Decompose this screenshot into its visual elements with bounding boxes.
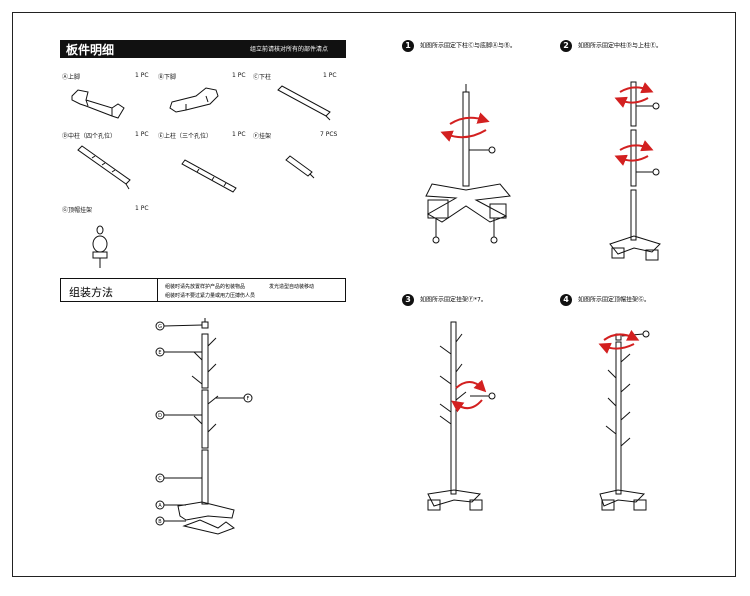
step-1-number: 1 <box>402 40 414 52</box>
part-e-drawing <box>181 159 237 193</box>
step-3-number: 3 <box>402 294 414 306</box>
part-f-drawing <box>285 155 315 179</box>
step-2-text: 如图所示固定中柱Ⓓ与上柱Ⓔ。 <box>578 42 663 50</box>
step-2-rotate-arrows <box>614 82 654 166</box>
step-2-drawing <box>609 81 661 261</box>
part-label-g: Ⓖ顶帽挂架 <box>62 207 93 214</box>
callout-e: E <box>158 350 161 356</box>
assembly-note-1: 组装时请先放置样护产品的包装物品 <box>165 284 246 290</box>
step-4-caption: 4 如图所示固定顶帽挂架Ⓖ。 <box>560 294 650 306</box>
part-qty-e: 1 PC <box>232 131 246 138</box>
part-b-drawing <box>169 87 219 113</box>
part-label-b: Ⓑ下脚 <box>158 74 177 81</box>
step-3-text: 如图所示固定挂架Ⓕ*7。 <box>420 296 487 304</box>
part-c-drawing <box>277 85 331 121</box>
part-qty-f: 7 PCS <box>320 131 338 138</box>
step-2-caption: 2 如图所示固定中柱Ⓓ与上柱Ⓔ。 <box>560 40 662 52</box>
parts-header: 板件明细 组立前请核对所有的部件清点 <box>60 40 346 58</box>
step-3-drawing <box>427 321 496 511</box>
overview-rack <box>177 318 236 535</box>
part-qty-g: 1 PC <box>135 205 149 212</box>
part-qty-a: 1 PC <box>135 72 149 79</box>
step-1-text: 如图所示固定下柱Ⓒ与底脚Ⓐ与Ⓑ。 <box>420 42 517 50</box>
step-1-rotate-arrow <box>440 112 490 142</box>
step-1-caption: 1 如图所示固定下柱Ⓒ与底脚Ⓐ与Ⓑ。 <box>402 40 516 52</box>
callout-f: F <box>247 396 250 402</box>
part-label-e: Ⓔ上柱（三个孔位） <box>158 133 213 140</box>
parts-note: 组立前请核对所有的部件清点 <box>250 46 329 53</box>
part-qty-b: 1 PC <box>232 72 246 79</box>
step-4-drawing <box>599 330 650 511</box>
part-a-drawing <box>71 89 125 119</box>
assembly-box: 组装方法 组装时请先放置样护产品的包装物品 发光造型自动装移动 组装时请不要过紧… <box>60 278 346 302</box>
callout-g: G <box>158 324 162 330</box>
part-g-drawing <box>92 225 108 268</box>
step-2-number: 2 <box>560 40 572 52</box>
assembly-title: 组装方法 <box>69 286 113 299</box>
parts-title: 板件明细 <box>66 43 115 57</box>
assembly-note-3: 组装时请不要过紧力量或用力压搏伤人员 <box>165 293 256 299</box>
assembly-divider <box>157 279 158 301</box>
part-qty-c: 1 PC <box>323 72 337 79</box>
part-qty-d: 1 PC <box>135 131 149 138</box>
callout-b: B <box>158 519 162 525</box>
step-1-drawing <box>425 84 511 244</box>
callout-a: A <box>158 503 162 509</box>
callout-d: D <box>158 413 162 419</box>
part-label-a: Ⓐ上脚 <box>62 74 81 81</box>
assembly-note-2: 发光造型自动装移动 <box>269 284 315 290</box>
part-label-d: Ⓓ中柱（四个孔位） <box>62 133 117 140</box>
step-3-rotate-arrow <box>451 379 487 413</box>
overview-callout-lines <box>155 321 253 526</box>
page-border <box>12 12 736 577</box>
step-4-text: 如图所示固定顶帽挂架Ⓖ。 <box>578 296 651 304</box>
step-4-rotate-arrow <box>598 329 640 354</box>
step-3-caption: 3 如图所示固定挂架Ⓕ*7。 <box>402 294 487 306</box>
part-d-drawing <box>77 145 131 190</box>
part-label-c: Ⓒ下柱 <box>253 74 272 81</box>
callout-c: C <box>158 476 162 482</box>
part-label-f: Ⓕ挂架 <box>253 133 272 140</box>
step-4-number: 4 <box>560 294 572 306</box>
